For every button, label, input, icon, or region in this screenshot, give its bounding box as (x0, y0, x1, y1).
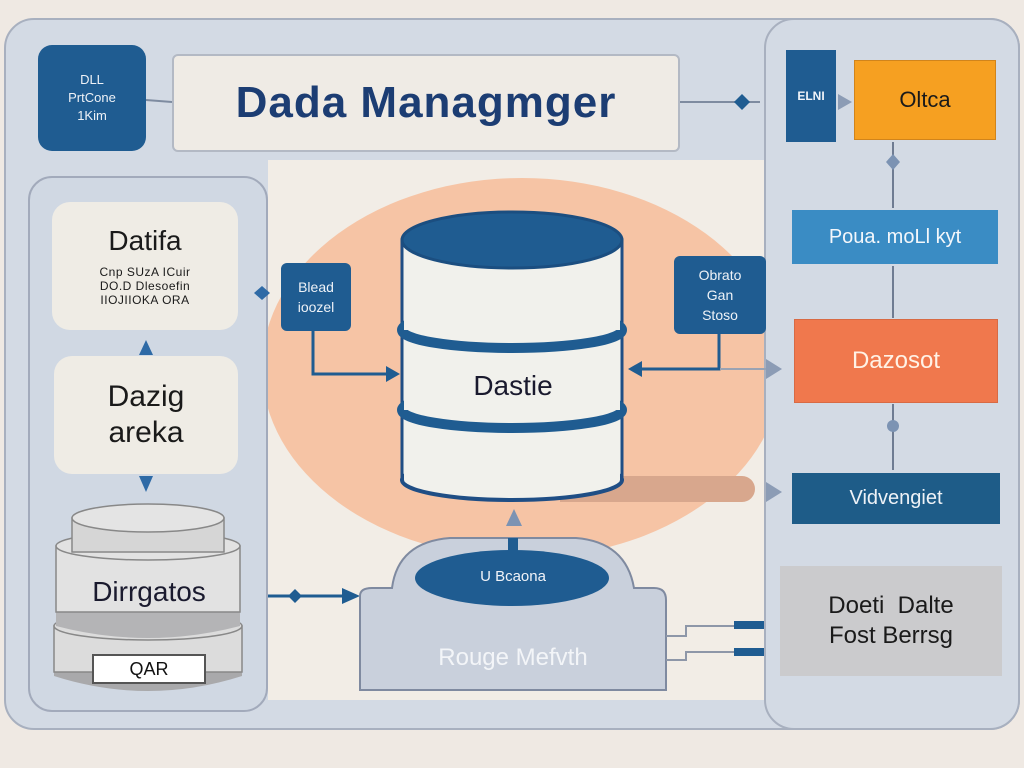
storage-tag: QAR (92, 654, 206, 684)
router-output-line (666, 651, 736, 661)
arrow-right-icon (342, 588, 360, 604)
header-badge-line: PrtCone (68, 90, 116, 105)
arrow-right-icon (766, 482, 782, 502)
arrow-up-icon (139, 340, 153, 355)
arrow-right-icon (386, 366, 400, 382)
router-label: Rouge Mefvth (438, 644, 588, 671)
right-box-oltca[interactable]: Oltca (854, 60, 996, 140)
dazig-line: Dazig (107, 380, 185, 413)
datifa-heading: Datifa (108, 225, 182, 256)
output-box-line: Obrato (698, 267, 742, 283)
router-device[interactable] (359, 537, 667, 691)
side-badge[interactable]: ELNI (786, 50, 836, 142)
header-connector (145, 99, 173, 103)
input-box[interactable]: Blead ioozel (281, 263, 351, 331)
right-bottom-box[interactable]: Doeti Dalte Fost Berrsg (780, 566, 1002, 676)
diamond-node-icon (886, 154, 900, 170)
datifa-line: Cnp SUzA ICuir (99, 265, 191, 279)
database-cylinder[interactable] (397, 210, 627, 502)
header-badge-line: 1Kim (77, 108, 107, 123)
datifa-line: DO.D Dlesoefin (99, 279, 191, 293)
header-badge-line: DLL (80, 72, 104, 87)
right-box-vidvengiet[interactable]: Vidvengiet (792, 473, 1000, 524)
dazig-line: areka (108, 416, 184, 449)
arrow-left-icon (628, 361, 642, 377)
page-title: Dada Managmger (235, 78, 617, 127)
arrow-up-icon (506, 509, 522, 526)
right-bottom-line: Fost Berrsg (828, 622, 954, 649)
port-icon (734, 621, 764, 629)
database-label: Dastie (473, 370, 553, 401)
port-icon (734, 648, 764, 656)
arrow-down-icon (139, 476, 153, 492)
arrow-right-icon (766, 359, 782, 379)
output-box-line: Gan (706, 287, 734, 303)
output-connector (642, 334, 721, 371)
right-box-poua[interactable]: Poua. moLl kyt (792, 210, 998, 264)
header-badge[interactable]: DLL PrtCone 1Kim (38, 45, 146, 151)
datifa-card[interactable]: Datifa Cnp SUzA ICuir DO.D Dlesoefin IIO… (52, 202, 238, 330)
datifa-line: IIOJIIOKA ORA (100, 293, 190, 307)
input-connector (311, 331, 386, 376)
input-box-line: Blead (298, 279, 334, 295)
input-box-line: ioozel (297, 299, 335, 315)
diamond-node-icon (254, 286, 270, 300)
diamond-node-icon (734, 94, 750, 110)
title-box: Dada Managmger (172, 54, 680, 152)
arrow-right-icon (838, 94, 852, 110)
node-dot-icon (887, 420, 899, 432)
storage-stack-label: Dirrgatos (92, 576, 206, 607)
router-oval-label: U Bcaona (480, 567, 546, 585)
dazig-card[interactable]: Dazig areka (54, 356, 238, 474)
output-box[interactable]: Obrato Gan Stoso (674, 256, 766, 334)
right-box-dazosot[interactable]: Dazosot (794, 319, 998, 403)
router-output-line (666, 625, 736, 637)
right-bottom-line: Doeti Dalte (828, 592, 954, 619)
diamond-node-icon (288, 589, 302, 603)
output-box-line: Stoso (702, 307, 738, 323)
